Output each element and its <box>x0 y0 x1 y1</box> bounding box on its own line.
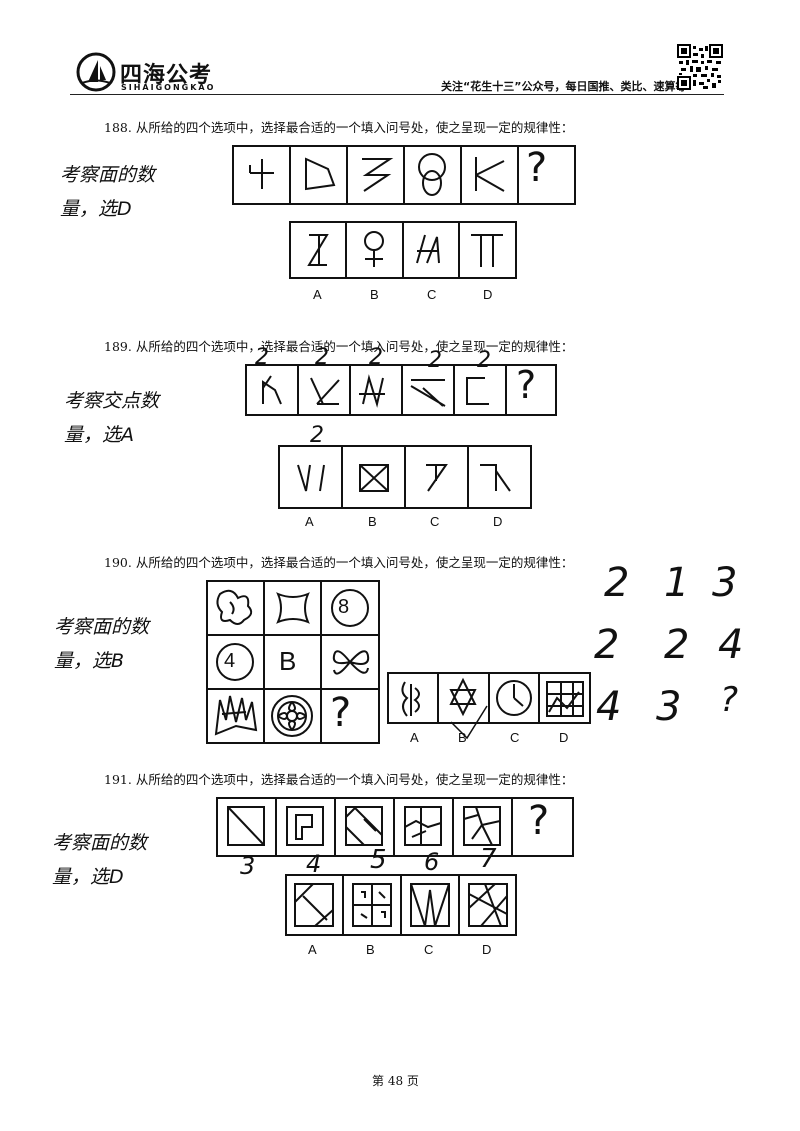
grid-label: B <box>279 646 297 676</box>
option-label-c: C <box>427 287 437 302</box>
question-mark: ? <box>330 690 352 736</box>
question-text: 从所给的四个选项中，选择最合适的一个填入问号处，使之呈现一定的规律性： <box>135 120 574 135</box>
q190-grid <box>206 580 380 744</box>
option-label-c: C <box>510 730 520 745</box>
question-text: 从所给的四个选项中，选择最合适的一个填入问号处，使之呈现一定的规律性： <box>135 772 574 787</box>
handwritten-number: 4 <box>596 684 622 730</box>
handwritten-mark: 6 <box>424 848 440 876</box>
question-191: 191. 从所给的四个选项中，选择最合适的一个填入问号处，使之呈现一定的规律性： <box>104 769 573 788</box>
option-label-a: A <box>410 730 419 745</box>
note-line: 考察面的数 <box>52 832 148 854</box>
q190-options <box>387 672 591 740</box>
note-line: 量，选A <box>64 424 134 446</box>
handwritten-number: 2 <box>594 622 620 668</box>
handwritten-number: 3 <box>656 684 682 730</box>
q188-options <box>289 221 517 279</box>
note-line: 量，选D <box>60 198 132 220</box>
q188-sequence <box>232 145 576 205</box>
handwritten-mark: 3 <box>240 852 256 880</box>
option-label-a: A <box>308 942 317 957</box>
option-label-c: C <box>424 942 434 957</box>
question-190: 190. 从所给的四个选项中，选择最合适的一个填入问号处，使之呈现一定的规律性： <box>104 552 573 571</box>
question-189: 189. 从所给的四个选项中，选择最合适的一个填入问号处，使之呈现一定的规律性： <box>104 336 573 355</box>
q189-sequence <box>245 364 557 416</box>
option-label-d: D <box>482 942 492 957</box>
option-label-c: C <box>430 514 440 529</box>
question-number: 189. <box>104 339 132 354</box>
option-label-b: B <box>458 730 467 745</box>
note-189: 考察交点数 量，选A <box>64 384 159 452</box>
handwritten-mark: 2 <box>310 423 324 448</box>
handwritten-mark: 7 <box>480 844 497 874</box>
handwritten-mark: 2 <box>315 345 329 370</box>
note-188: 考察面的数 量，选D <box>60 158 155 226</box>
q191-options <box>285 874 517 936</box>
question-mark: ? <box>528 798 550 844</box>
qr-code-icon <box>677 44 723 90</box>
page-number: 第 48 页 <box>372 1074 419 1088</box>
question-188: 188. 从所给的四个选项中，选择最合适的一个填入问号处，使之呈现一定的规律性： <box>104 117 573 136</box>
option-label-b: B <box>370 287 379 302</box>
handwritten-number: 1 <box>664 560 690 606</box>
grid-label: 8 <box>338 596 350 618</box>
handwritten-mark: 2 <box>369 345 383 370</box>
note-line: 考察面的数 <box>54 616 150 638</box>
header-slogan: 关注“花生十三”公众号，每日国推、类比、速算等 <box>441 80 687 93</box>
option-label-d: D <box>483 287 493 302</box>
brand-name: 四海公考 <box>120 63 213 88</box>
option-label-b: B <box>368 514 377 529</box>
q191-sequence <box>216 797 574 857</box>
handwritten-mark: 5 <box>370 845 387 875</box>
option-label-d: D <box>493 514 503 529</box>
brand-subtitle: SIHAIGONGKAO <box>121 83 216 92</box>
handwritten-mark: 2 <box>428 348 442 373</box>
question-number: 190. <box>104 555 132 570</box>
handwritten-mark: 4 <box>306 850 322 878</box>
question-text: 从所给的四个选项中，选择最合适的一个填入问号处，使之呈现一定的规律性： <box>135 555 574 570</box>
header-divider <box>70 94 724 95</box>
option-label-b: B <box>366 942 375 957</box>
grid-label: 4 <box>224 650 236 672</box>
logo-icon <box>76 52 116 92</box>
note-191: 考察面的数 量，选D <box>52 826 147 894</box>
handwritten-number: 3 <box>712 560 738 606</box>
option-label-a: A <box>305 514 314 529</box>
note-line: 考察交点数 <box>64 390 160 412</box>
question-mark: ? <box>516 363 537 407</box>
handwritten-number: ? <box>720 680 739 720</box>
handwritten-mark: 2 <box>255 345 269 370</box>
note-line: 考察面的数 <box>60 164 156 186</box>
q189-options <box>278 445 532 509</box>
handwritten-mark: 2 <box>477 348 491 373</box>
note-line: 量，选D <box>52 866 124 888</box>
question-text: 从所给的四个选项中，选择最合适的一个填入问号处，使之呈现一定的规律性： <box>135 339 574 354</box>
handwritten-number: 2 <box>604 560 630 606</box>
handwritten-number: 2 <box>664 622 690 668</box>
note-190: 考察面的数 量，选B <box>54 610 149 678</box>
note-line: 量，选B <box>54 650 125 672</box>
handwritten-number: 4 <box>718 622 744 668</box>
question-number: 191. <box>104 772 132 787</box>
option-label-d: D <box>559 730 569 745</box>
question-number: 188. <box>104 120 132 135</box>
question-mark: ? <box>526 145 548 191</box>
option-label-a: A <box>313 287 322 302</box>
